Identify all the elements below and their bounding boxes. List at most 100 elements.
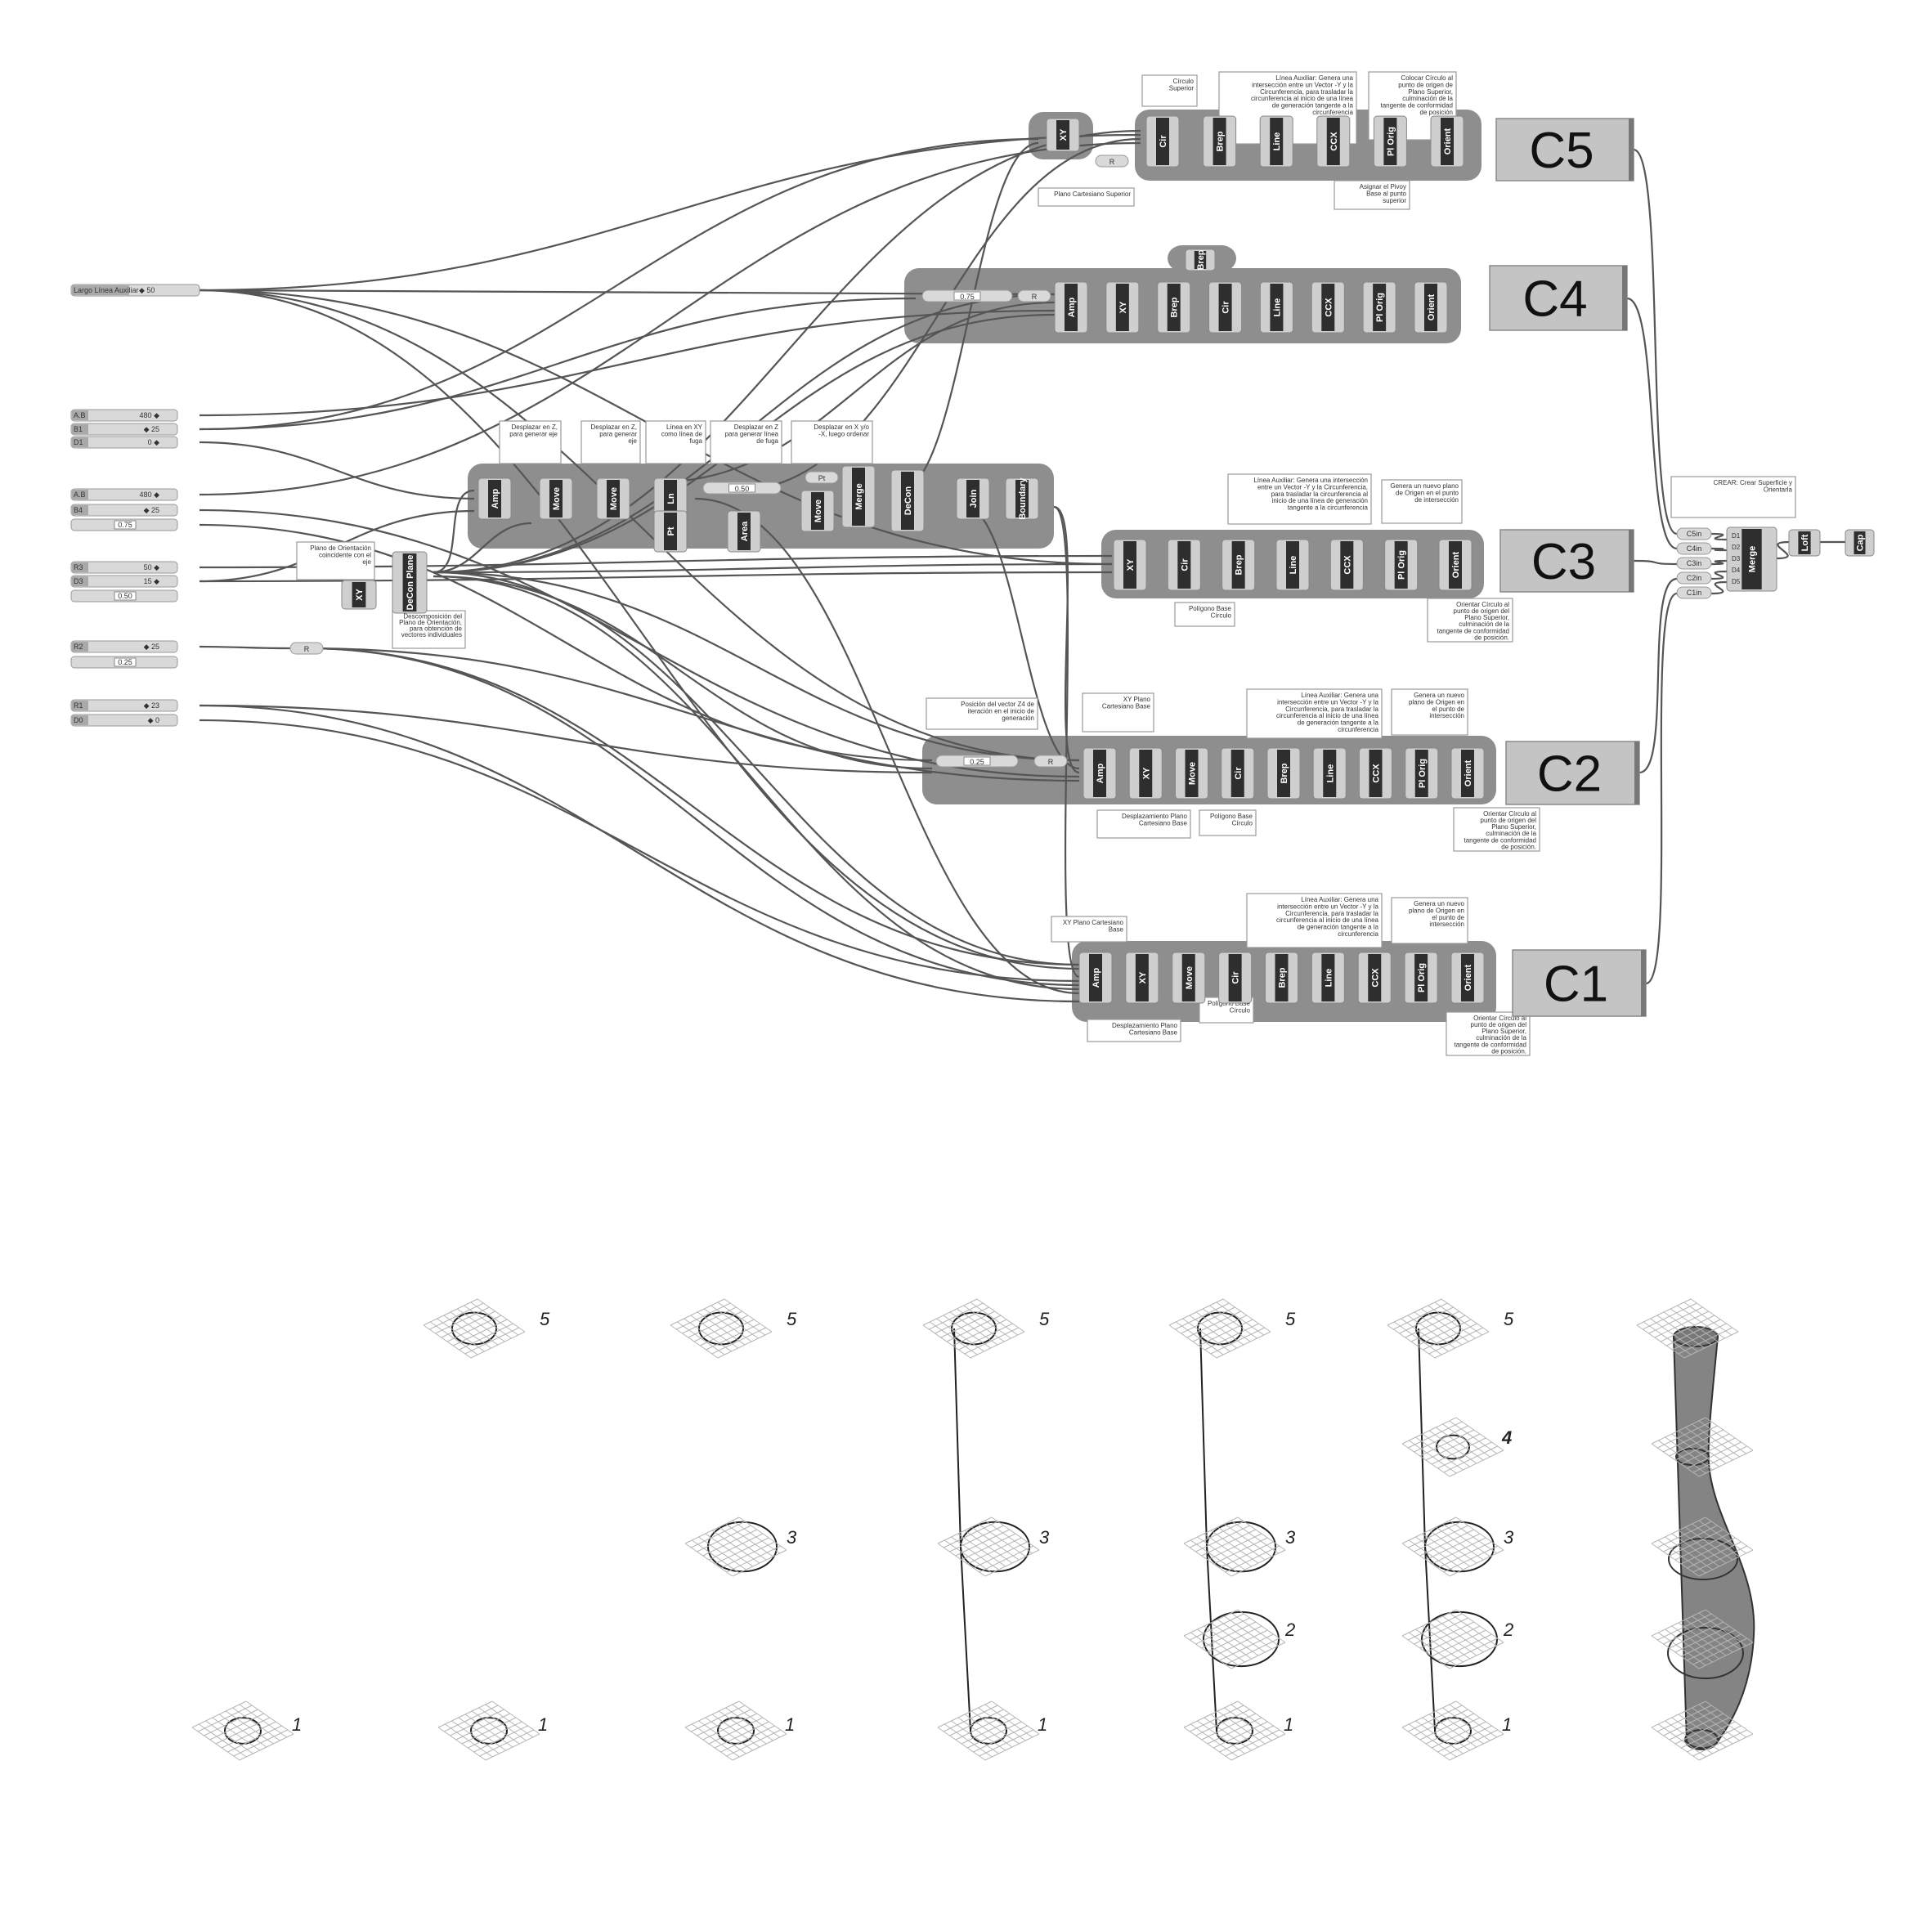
number-slider[interactable]: Largo Línea Auxiliar◆ 50 [70, 284, 200, 297]
curve-param[interactable]: C4in [1676, 542, 1712, 555]
component-ccx[interactable]: CCX [1357, 952, 1392, 1004]
panel[interactable]: Plano Cartesiano Superior [1038, 187, 1135, 207]
number-slider[interactable]: B1◆ 25 [70, 423, 178, 436]
component-line[interactable]: Line [1311, 952, 1345, 1004]
panel[interactable]: Desplazar en X y/o-X, luego ordenar [791, 420, 873, 464]
component-brep[interactable]: Brep [1266, 747, 1301, 800]
component-cir[interactable]: Cir [1218, 952, 1253, 1004]
number-slider[interactable]: R2◆ 25 [70, 640, 178, 653]
component-orient[interactable]: Orient [1438, 539, 1473, 591]
number-slider[interactable]: D0◆ 0 [70, 714, 178, 727]
component-move[interactable]: Move [1172, 952, 1206, 1004]
component-line[interactable]: Line [1275, 539, 1310, 591]
component-pl-orig[interactable]: Pl Orig [1404, 952, 1438, 1004]
slider-middle[interactable]: 0.50 [702, 482, 782, 495]
component-ccx[interactable]: CCX [1359, 747, 1392, 800]
component-move[interactable]: Move [596, 477, 630, 520]
relay-node[interactable]: R [1095, 155, 1129, 168]
component-small[interactable]: Brep [1185, 249, 1216, 271]
component-boundary[interactable]: Boundary [1005, 477, 1039, 520]
component-brep[interactable]: Brep [1222, 539, 1256, 591]
component-decon[interactable]: DeCon [890, 469, 925, 532]
component-xy[interactable]: XY [1046, 118, 1080, 152]
relay-node[interactable]: R [1033, 755, 1068, 768]
cluster-c5[interactable]: C5 [1495, 118, 1634, 181]
component-ln[interactable]: Ln [653, 477, 688, 520]
component-area[interactable]: Area [727, 510, 761, 553]
component-brep[interactable]: Brep [1265, 952, 1298, 1004]
curve-param[interactable]: C5in [1676, 527, 1712, 540]
component-ccx[interactable]: CCX [1329, 539, 1364, 591]
curve-param[interactable]: C1in [1676, 586, 1712, 599]
component-xy[interactable]: XY [1105, 281, 1140, 334]
component-move[interactable]: Move [800, 490, 835, 532]
number-slider[interactable]: 0.50 [70, 589, 178, 603]
relay-node[interactable]: R [1017, 289, 1051, 302]
number-slider[interactable]: 0.75 [70, 518, 178, 531]
component-cir[interactable]: Cir [1145, 115, 1180, 168]
xy-plane-component[interactable]: XY [341, 580, 377, 610]
component-join[interactable]: Join [956, 477, 990, 520]
component-pt[interactable]: Pt [653, 510, 688, 553]
component-merge[interactable]: Merge [841, 465, 876, 528]
relay-node[interactable]: Pt [805, 471, 839, 484]
cluster-c1[interactable]: C1 [1512, 949, 1647, 1017]
number-slider[interactable]: B4◆ 25 [70, 504, 178, 517]
cluster-c2[interactable]: C2 [1505, 741, 1640, 805]
component-amp[interactable]: Amp [477, 477, 512, 520]
component-pl-orig[interactable]: Pl Orig [1384, 539, 1419, 591]
component-move[interactable]: Move [539, 477, 573, 520]
component-amp[interactable]: Amp [1078, 952, 1113, 1004]
component-orient[interactable]: Orient [1430, 115, 1464, 168]
component-line[interactable]: Line [1259, 115, 1293, 168]
slider-c2[interactable]: 0.25 [935, 755, 1019, 768]
component-ccx[interactable]: CCX [1316, 115, 1351, 168]
cluster-c3[interactable]: C3 [1499, 529, 1634, 593]
loft-component[interactable]: Loft [1788, 529, 1821, 557]
slider-c4[interactable]: 0.75 [921, 289, 1013, 302]
component-pl-orig[interactable]: Pl Orig [1405, 747, 1439, 800]
component-brep[interactable]: Brep [1203, 115, 1237, 168]
component-orient[interactable]: Orient [1450, 952, 1485, 1004]
component-cir[interactable]: Cir [1221, 747, 1255, 800]
number-slider[interactable]: 0.25 [70, 656, 178, 669]
component-amp[interactable]: Amp [1054, 281, 1088, 334]
component-move[interactable]: Move [1175, 747, 1208, 800]
component-amp[interactable]: Amp [1083, 747, 1117, 800]
panel[interactable]: Desplazar en Z,para generar eje [499, 420, 562, 464]
component-brep[interactable]: Brep [1157, 281, 1191, 334]
component-cir[interactable]: Cir [1167, 539, 1201, 591]
component-ccx[interactable]: CCX [1311, 281, 1345, 334]
component-xy[interactable]: XY [1113, 539, 1147, 591]
